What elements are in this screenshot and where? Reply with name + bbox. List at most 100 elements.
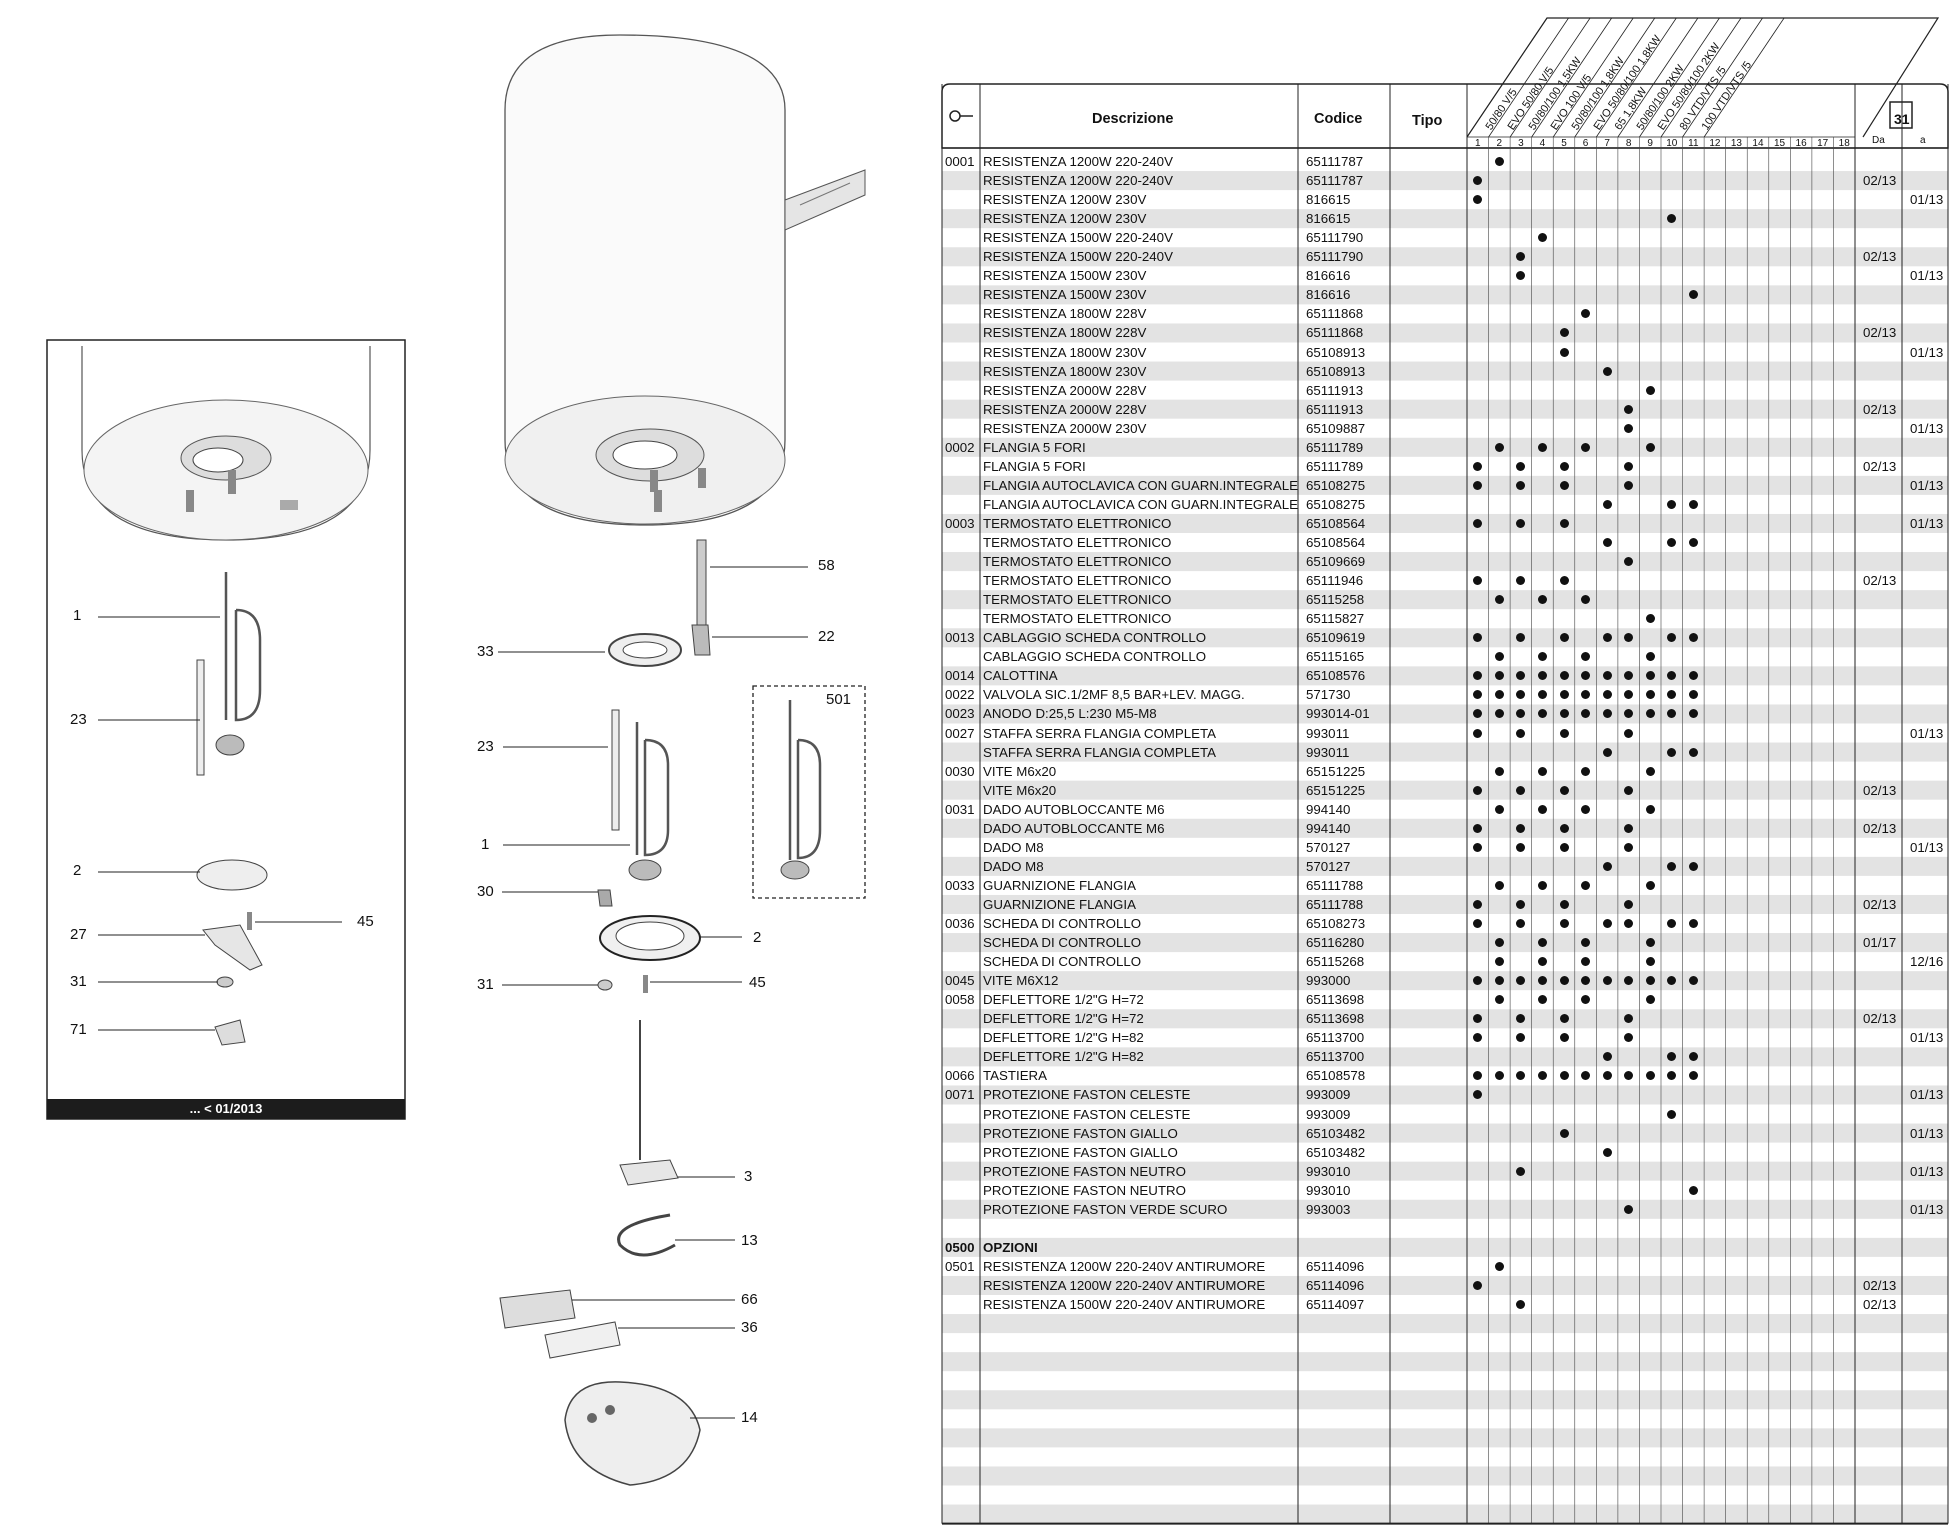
column-number: 7 [1604,138,1610,149]
row-to-date: 01/13 [1910,515,1944,531]
compatibility-dot [1494,880,1504,890]
model-header-divider [1531,17,1612,138]
row-description: RESISTENZA 1200W 230V [983,192,1147,208]
row-position: 0066 [945,1068,975,1084]
compatibility-dot [1667,861,1677,871]
compatibility-dot [1688,747,1698,757]
row-to-date: 01/13 [1910,344,1944,360]
row-description: ANODO D:25,5 L:230 M5-M8 [983,706,1157,722]
row-code: 816616 [1306,268,1351,284]
row-code: 993011 [1306,725,1350,741]
row-stripe [942,513,1948,533]
row-description: DADO M8 [983,858,1044,874]
compatibility-dot [1645,976,1655,986]
compatibility-dot [1537,595,1547,605]
row-description: RESISTENZA 1500W 230V [983,268,1147,284]
row-stripe [942,1237,1948,1257]
row-code: 65108576 [1306,668,1366,684]
inset-caption: ... < 01/2013 [47,1099,405,1119]
compatibility-dot [1581,804,1591,814]
compatibility-dot [1516,842,1526,852]
compatibility-dot [1494,157,1504,167]
compatibility-dot [1516,919,1526,929]
row-description: PROTEZIONE FASTON GIALLO [983,1144,1178,1160]
compatibility-dot [1667,690,1677,700]
compatibility-dot [1559,842,1569,852]
compatibility-dot [1473,728,1483,738]
row-stripe [942,666,1948,686]
compatibility-dot [1624,709,1634,719]
model-header-divider [1639,17,1720,138]
compatibility-dot [1645,880,1655,890]
row-stripe [942,1085,1948,1105]
compatibility-dot [1559,461,1569,471]
row-stripe [942,1199,1948,1219]
compatibility-dot [1581,442,1591,452]
row-code: 65111789 [1306,458,1364,474]
compatibility-dot [1494,595,1504,605]
row-description: TASTIERA [983,1068,1048,1084]
row-code: 65113698 [1306,992,1365,1008]
row-position: 0023 [945,706,975,722]
row-description: OPZIONI [983,1239,1038,1255]
row-stripe [942,1504,1948,1524]
compatibility-dot [1559,899,1569,909]
row-description: TERMOSTATO ELETTRONICO [983,611,1172,627]
row-description: DEFLETTORE 1/2"G H=82 [983,1049,1144,1065]
row-code: 65108564 [1306,515,1366,531]
main-label-1: 1 [481,836,490,853]
row-from-date: 02/13 [1863,896,1897,912]
row-stripe [942,323,1948,343]
row-description: TERMOSTATO ELETTRONICO [983,515,1172,531]
compatibility-dot [1473,919,1483,929]
compatibility-dot [1624,823,1634,833]
row-position: 0001 [945,154,975,169]
row-description: DEFLETTORE 1/2"G H=72 [983,992,1144,1008]
row-stripe [942,780,1948,800]
row-code: 65113700 [1306,1049,1365,1065]
main-label-13: 13 [741,1232,758,1249]
row-position: 0014 [945,668,975,684]
row-stripe [942,247,1948,267]
row-stripe [942,894,1948,914]
row-description: STAFFA SERRA FLANGIA COMPLETA [983,725,1216,741]
compatibility-dot [1537,652,1547,662]
compatibility-dot [1645,995,1655,1005]
header-tipo: Tipo [1412,113,1443,129]
column-number: 5 [1561,138,1567,149]
row-description: RESISTENZA 1200W 230V [983,211,1147,227]
compatibility-dot [1581,1071,1591,1081]
compatibility-dot [1688,861,1698,871]
compatibility-dot [1624,842,1634,852]
compatibility-dot [1602,690,1612,700]
row-code: 993010 [1306,1182,1351,1198]
compatibility-dot [1602,747,1612,757]
column-number: 10 [1666,138,1678,149]
row-description: TERMOSTATO ELETTRONICO [983,535,1172,550]
row-code: 65108273 [1306,916,1366,931]
row-code: 816615 [1306,192,1351,208]
compatibility-dot [1559,1033,1569,1043]
inset-label-23: 23 [70,711,87,728]
compatibility-dot [1581,995,1591,1005]
compatibility-dot [1473,480,1483,490]
compatibility-dot [1516,785,1526,795]
row-to-date: 12/16 [1910,954,1944,970]
compatibility-dot [1688,290,1698,300]
compatibility-dot [1494,652,1504,662]
row-code: 65151225 [1306,782,1366,798]
row-position: 0045 [945,973,975,989]
compatibility-dot [1473,785,1483,795]
compatibility-dot [1473,976,1483,986]
compatibility-dot [1667,747,1677,757]
row-description: RESISTENZA 1200W 220-240V [983,173,1173,189]
row-position: 0002 [945,439,975,455]
main-label-30: 30 [477,883,494,900]
model-header-divider [1617,17,1699,138]
compatibility-dot [1494,957,1504,967]
compatibility-dot [1645,671,1655,681]
compatibility-dot [1473,1014,1483,1024]
compatibility-dot [1624,1071,1634,1081]
compatibility-dot [1537,766,1547,776]
compatibility-dot [1667,1109,1677,1119]
